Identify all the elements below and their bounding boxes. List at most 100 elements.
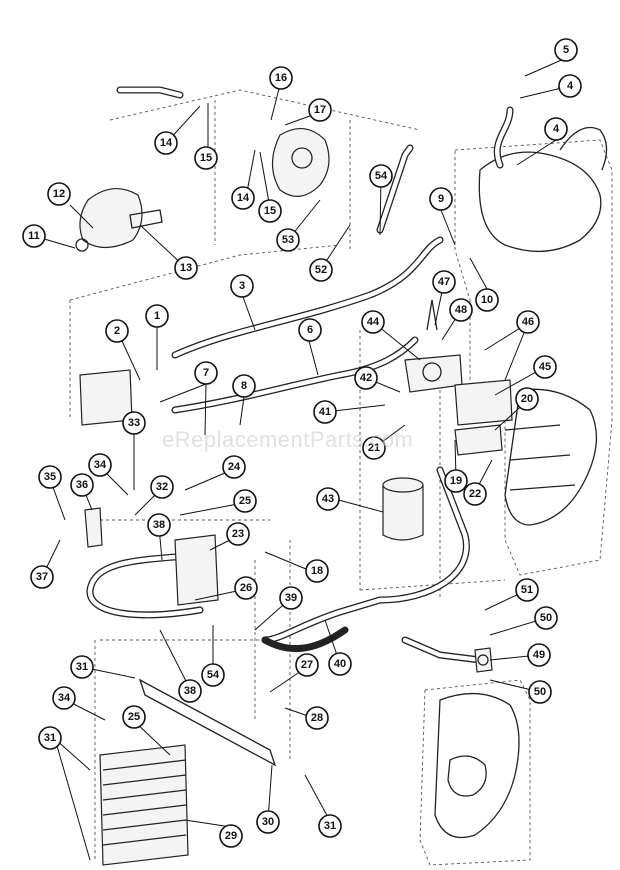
pump-assembly-left <box>75 188 163 252</box>
svg-text:9: 9 <box>438 193 444 205</box>
callout-39: 39 <box>279 586 303 610</box>
svg-text:49: 49 <box>533 649 545 661</box>
callout-24: 24 <box>222 455 246 479</box>
callout-3: 3 <box>230 274 254 298</box>
callout-2: 2 <box>105 319 129 343</box>
callout-38-upper: 38 <box>147 513 171 537</box>
svg-text:5: 5 <box>563 44 569 56</box>
valve-block-23 <box>174 534 219 606</box>
callout-43: 43 <box>316 487 340 511</box>
svg-text:48: 48 <box>455 304 467 316</box>
svg-text:1: 1 <box>154 310 160 322</box>
svg-text:17: 17 <box>314 104 326 116</box>
callout-50-lower: 50 <box>528 680 552 704</box>
callout-50-upper: 50 <box>534 606 558 630</box>
callout-30: 30 <box>256 810 280 834</box>
svg-text:34: 34 <box>58 692 71 704</box>
svg-text:53: 53 <box>282 234 294 246</box>
callout-19: 19 <box>444 469 468 493</box>
cooler-tube-loop <box>86 551 204 619</box>
callout-18: 18 <box>305 559 329 583</box>
svg-text:26: 26 <box>240 582 252 594</box>
svg-text:31: 31 <box>324 820 336 832</box>
callout-5: 5 <box>554 38 578 62</box>
callout-27: 27 <box>295 653 319 677</box>
svg-text:8: 8 <box>241 380 247 392</box>
callout-31-left: 31 <box>38 726 62 750</box>
svg-text:13: 13 <box>180 262 192 274</box>
callout-15-lower: 15 <box>258 199 282 223</box>
svg-text:24: 24 <box>228 461 241 473</box>
callout-53: 53 <box>276 228 300 252</box>
svg-text:50: 50 <box>534 686 546 698</box>
svg-text:35: 35 <box>44 471 56 483</box>
svg-text:42: 42 <box>360 372 372 384</box>
callout-37: 37 <box>30 565 54 589</box>
svg-text:43: 43 <box>322 493 334 505</box>
oil-cooler <box>99 744 189 866</box>
svg-text:23: 23 <box>232 528 244 540</box>
callout-36: 36 <box>70 473 94 497</box>
callout-8: 8 <box>232 374 256 398</box>
hoses <box>116 86 514 664</box>
callout-23: 23 <box>226 522 250 546</box>
svg-text:36: 36 <box>76 479 88 491</box>
svg-text:10: 10 <box>481 294 493 306</box>
svg-text:22: 22 <box>469 488 481 500</box>
callout-15-upper: 15 <box>194 146 218 170</box>
callout-34-upper: 34 <box>88 453 112 477</box>
svg-text:51: 51 <box>521 584 533 596</box>
svg-text:11: 11 <box>28 230 40 242</box>
callout-32: 32 <box>150 475 174 499</box>
svg-text:31: 31 <box>76 661 88 673</box>
svg-text:6: 6 <box>307 324 313 336</box>
svg-text:18: 18 <box>311 565 323 577</box>
callout-25-upper: 25 <box>233 489 257 513</box>
callout-14-upper: 14 <box>154 131 178 155</box>
svg-text:44: 44 <box>367 316 380 328</box>
svg-text:54: 54 <box>207 669 220 681</box>
svg-text:25: 25 <box>128 711 140 723</box>
callout-44: 44 <box>361 310 385 334</box>
callout-42: 42 <box>354 366 378 390</box>
svg-text:16: 16 <box>275 72 287 84</box>
svg-text:40: 40 <box>334 658 346 670</box>
svg-text:45: 45 <box>539 361 551 373</box>
callout-48: 48 <box>449 298 473 322</box>
callout-54-lower: 54 <box>201 663 225 687</box>
svg-text:52: 52 <box>315 264 327 276</box>
callout-40: 40 <box>328 652 352 676</box>
callout-10: 10 <box>475 288 499 312</box>
callout-51: 51 <box>515 578 539 602</box>
callout-1: 1 <box>145 304 169 328</box>
callout-49: 49 <box>527 643 551 667</box>
callout-25-lower: 25 <box>122 705 146 729</box>
callout-12: 12 <box>47 182 71 206</box>
svg-text:14: 14 <box>237 192 250 204</box>
callout-52: 52 <box>309 258 333 282</box>
callout-9: 9 <box>429 187 453 211</box>
callout-35: 35 <box>38 465 62 489</box>
callout-34-lower: 34 <box>52 686 76 710</box>
svg-text:34: 34 <box>94 459 107 471</box>
svg-text:21: 21 <box>368 442 380 454</box>
svg-text:28: 28 <box>311 712 323 724</box>
callout-38-lower: 38 <box>178 679 202 703</box>
svg-text:12: 12 <box>53 188 65 200</box>
svg-text:38: 38 <box>184 685 196 697</box>
callout-31-right: 31 <box>318 814 342 838</box>
watermark-text: eReplacementParts.com <box>162 427 413 452</box>
mounting-bracket-45 <box>454 379 513 426</box>
pump-assembly-top <box>271 128 330 197</box>
svg-text:29: 29 <box>225 830 237 842</box>
callout-26: 26 <box>234 576 258 600</box>
callout-4-lower: 4 <box>544 117 568 141</box>
mounting-plate-30 <box>138 678 277 767</box>
tee-fitting-49 <box>474 647 493 673</box>
callout-31-upper: 31 <box>70 655 94 679</box>
svg-text:54: 54 <box>375 170 388 182</box>
callout-46: 46 <box>516 310 540 334</box>
callout-20: 20 <box>515 387 539 411</box>
bracket-20 <box>454 424 503 456</box>
